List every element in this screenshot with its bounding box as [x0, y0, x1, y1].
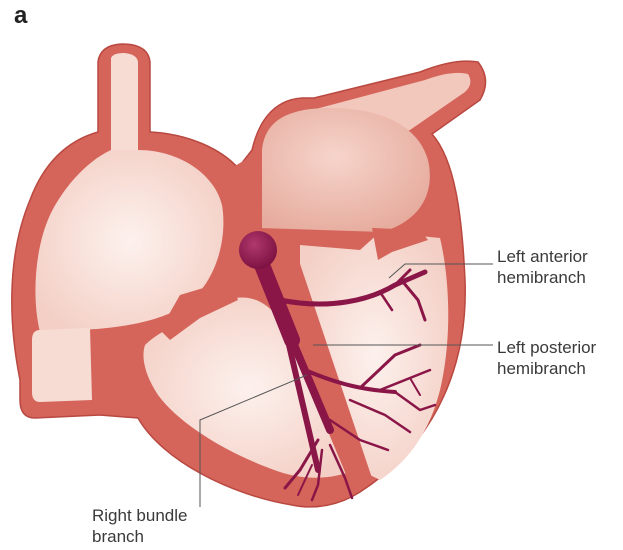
av-node	[239, 231, 277, 269]
left-anterior-label-line2: hemibranch	[497, 267, 588, 288]
right-bundle-label-line2: branch	[92, 526, 187, 547]
left-posterior-label-line1: Left posterior	[497, 337, 596, 358]
left-posterior-hemibranch-label: Left posterior hemibranch	[497, 337, 596, 379]
left-anterior-hemibranch-label: Left anterior hemibranch	[497, 246, 588, 288]
left-anterior-label-line1: Left anterior	[497, 246, 588, 267]
superior-vena-cava	[111, 53, 138, 160]
right-bundle-label-line1: Right bundle	[92, 505, 187, 526]
right-bundle-branch-label: Right bundle branch	[92, 505, 187, 547]
left-posterior-label-line2: hemibranch	[497, 358, 596, 379]
inferior-vena-cava	[32, 328, 92, 402]
